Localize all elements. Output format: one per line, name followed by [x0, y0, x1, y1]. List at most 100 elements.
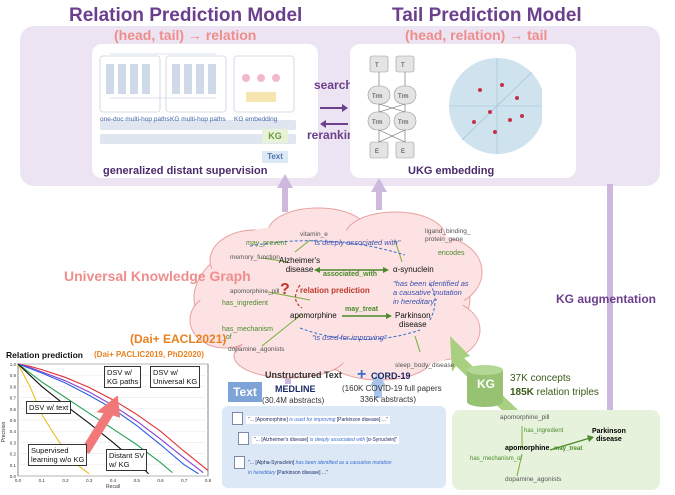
entity-parkinson: Parkinson disease	[395, 311, 431, 329]
y-tick-label: 1.0	[10, 362, 17, 367]
x-tick-label: 0.5	[134, 478, 141, 483]
doc-1-b: is used for improving	[289, 417, 336, 423]
text-chip: Text	[262, 151, 288, 163]
reranking-label: reranking	[307, 128, 362, 142]
mini-has-ingredient: has_ingredient	[524, 428, 564, 434]
quote-deeply-associated: "is deeply associated with"	[312, 238, 401, 247]
ukg-title: Universal Knowledge Graph	[64, 268, 251, 284]
ukg-embedding-label: UKG embedding	[408, 165, 495, 177]
y-tick-label: 0.9	[10, 373, 17, 378]
entity-synuclein: α-synuclein	[393, 265, 434, 274]
doc-icon-3	[234, 456, 245, 469]
kg-mini-panel	[452, 410, 660, 490]
relation-model-title: Relation Prediction Model	[69, 5, 303, 26]
y-tick-label: 0.5	[10, 418, 17, 423]
improvement-arrow	[79, 395, 121, 454]
annotation-distant-sv: Distant SV w/ KG	[106, 449, 148, 471]
mini-parkinson: Parkinson disease	[592, 428, 626, 443]
relation-model-figure	[99, 53, 296, 144]
mini-has-mechanism: has_mechanism_of	[470, 456, 523, 462]
annotation-supervised: Supervised learning w/o KG	[28, 444, 88, 466]
doc-2-b: is deeply associated with	[309, 437, 366, 443]
series-line-0	[17, 363, 209, 471]
doc-icon-2	[238, 432, 249, 445]
svg-text:Trm: Trm	[372, 120, 382, 126]
edge-has-ingredient: has_ingredient	[222, 300, 268, 307]
y-tick-label: 0.4	[10, 429, 17, 434]
doc-line-2: "... [Alzheimer's disease] is deeply ass…	[252, 436, 400, 444]
y-tick-label: 0.2	[10, 452, 17, 457]
cord-plus: +	[357, 366, 367, 383]
series-line-1	[17, 363, 204, 474]
svg-text:E: E	[375, 149, 379, 155]
edge-may-treat: may_treat	[345, 306, 379, 313]
y-tick-label: 0.0	[10, 474, 17, 479]
doc-4-b: in hereditary	[248, 470, 276, 476]
y-tick-label: 0.3	[10, 440, 17, 445]
x-tick-label: 0.1	[39, 478, 46, 483]
doc-2-a: "... [Alzheimer's disease]	[254, 437, 310, 443]
kg-triples: 185K relation triples	[510, 387, 599, 398]
edge-encodes: encodes	[438, 250, 465, 257]
annotation-dsv-text: DSV w/ text	[26, 401, 72, 414]
x-tick-label: 0.8	[205, 478, 212, 483]
series-line-2	[17, 363, 199, 475]
x-tick-label: 0.4	[110, 478, 117, 483]
kg-augmentation-label: KG augmentation	[556, 292, 657, 306]
doc-1-c: [Parkinson disease] ..."	[335, 417, 388, 423]
annotation-dsv-kg-paths: DSV w/ KG paths	[104, 366, 142, 388]
panel-label-one-doc: one-doc multi-hop paths	[100, 116, 170, 123]
kg-chip: KG	[262, 129, 288, 143]
svg-text:Trm: Trm	[398, 120, 408, 126]
search-label: search	[314, 78, 353, 92]
question-mark: ?	[280, 281, 290, 298]
panel-label-kg-paths: KG multi-hop paths	[170, 116, 226, 123]
doc-line-4: in hereditary [Parkinson disease] ..."	[248, 470, 328, 476]
y-tick-label: 0.7	[10, 396, 17, 401]
x-tick-label: 0.3	[86, 478, 93, 483]
edge-has-mechanism-of: has_mechanism _of	[222, 326, 273, 341]
relation-prediction-label: relation prediction	[300, 286, 370, 295]
tail-model-subtitle: (head, relation) → tail	[405, 27, 548, 43]
entity-apomorphine: apomorphine	[290, 311, 337, 320]
entity-vitamin-e: vitamin_e	[300, 231, 328, 238]
chart-title: Relation prediction	[6, 350, 83, 360]
mini-may-treat: may_treat	[554, 446, 583, 452]
entity-memory-function: memory_function	[230, 254, 280, 261]
x-tick-label: 0.0	[15, 478, 22, 483]
annotation-dsv-ukg: DSV w/ Universal KG	[150, 366, 201, 388]
cord-label: CORD-19	[371, 371, 411, 381]
text-icon: Text	[228, 382, 262, 402]
entity-ligand: ligand_binding_ protein_gene	[425, 228, 471, 243]
mini-apomorphine-pill: apomorphine_pill	[500, 414, 550, 421]
svg-text:Trm: Trm	[372, 94, 382, 100]
quote-used-for-improving: "is used for improving"	[312, 333, 387, 342]
doc-3-b: has been identified as a causative mutat…	[295, 460, 392, 466]
kg-triples-count: 185K	[510, 387, 534, 398]
svg-text:T: T	[375, 63, 379, 69]
doc-1-a: "... [Apomorphine]	[248, 417, 290, 423]
entity-alzheimer: Alzheimer's disease	[279, 256, 321, 274]
y-tick-label: 0.6	[10, 407, 17, 412]
mini-dopamine: dopamine_agonists	[505, 476, 562, 483]
medline-sub: (30.4M abstracts)	[262, 396, 325, 405]
medline-label: MEDLINE	[275, 384, 316, 394]
search-rerank-arrows	[320, 104, 348, 128]
doc-2-c: [α-Synuclein]"	[365, 437, 398, 443]
y-tick-label: 0.8	[10, 384, 17, 389]
svg-text:Trm: Trm	[398, 94, 408, 100]
x-tick-label: 0.6	[157, 478, 164, 483]
tail-model-title: Tail Prediction Model	[392, 5, 582, 26]
edge-may-prevent: may_prevent	[246, 240, 287, 247]
y-tick-label: 0.1	[10, 463, 17, 468]
doc-4-c: [Parkinson disease] ..."	[275, 470, 328, 476]
kg-triples-text: relation triples	[533, 387, 599, 398]
paclic-citation: (Dai+ PACLIC2019, PhD2020)	[94, 350, 204, 359]
kg-concepts: 37K concepts	[510, 373, 571, 384]
edge-associated-with: associated_with	[323, 271, 378, 278]
y-axis-label: Precision	[1, 422, 7, 443]
kg-box-label: KG	[477, 377, 495, 391]
svg-text:T: T	[401, 63, 405, 69]
